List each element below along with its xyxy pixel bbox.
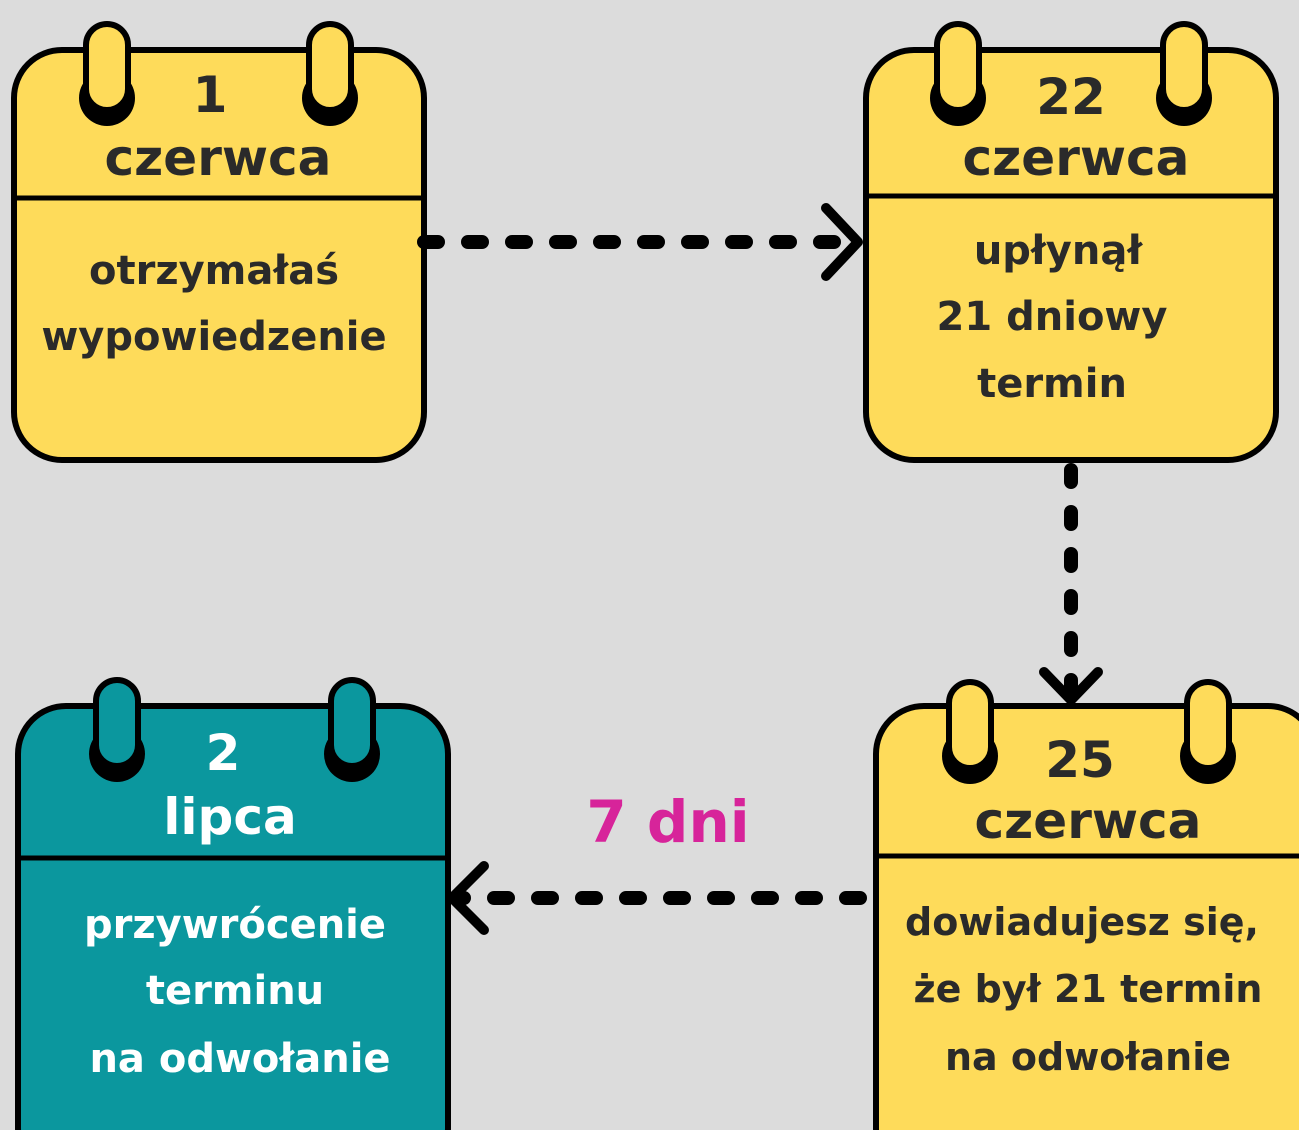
binder-ring-icon: [930, 21, 986, 126]
calendar-card-1-day: 1: [193, 66, 228, 124]
arrow-card1-to-card2: [417, 203, 863, 281]
calendar-card-2-line-3: termin: [977, 361, 1127, 407]
calendar-card-2-month: czerwca: [963, 129, 1190, 187]
calendar-card-3-day: 25: [1045, 731, 1115, 789]
calendar-card-2-body: [863, 47, 1279, 463]
calendar-card-4-month: lipca: [163, 788, 296, 846]
calendar-card-4-day: 2: [206, 724, 241, 782]
binder-ring-icon: [1156, 21, 1212, 126]
calendar-card-1-line-2: wypowiedzenie: [41, 314, 386, 360]
calendar-card-4-body: [15, 703, 451, 1130]
arrowhead-down-icon: [1039, 667, 1103, 705]
arrowhead-right-icon: [821, 203, 863, 281]
calendar-card-1-line-1: otrzymałaś: [89, 248, 339, 294]
calendar-card-1-month: czerwca: [105, 129, 332, 187]
calendar-card-1: 1 czerwca otrzymałaś wypowiedzenie: [11, 21, 427, 463]
calendar-card-3-line-1: dowiadujesz się,: [905, 900, 1259, 944]
calendar-card-2-line-2: 21 dniowy: [937, 294, 1168, 340]
calendar-card-3-line-3: na odwołanie: [945, 1035, 1231, 1079]
arrow-card2-to-card3: [1039, 463, 1103, 705]
arrow-label-7-dni: 7 dni: [586, 788, 749, 856]
calendar-card-3-line-2: że był 21 termin: [914, 967, 1263, 1011]
calendar-card-2-line-1: upłynął: [974, 228, 1143, 274]
arrow-card3-to-card4: [447, 861, 867, 935]
calendar-card-3-body: [873, 703, 1299, 1130]
binder-ring-icon: [1180, 679, 1236, 784]
binder-ring-icon: [942, 679, 998, 784]
binder-ring-icon: [89, 677, 145, 782]
binder-ring-icon: [302, 21, 358, 126]
binder-ring-icon: [79, 21, 135, 126]
calendar-card-3: 25 czerwca dowiadujesz się, że był 21 te…: [873, 679, 1299, 1130]
calendar-card-4: 2 lipca przywrócenie terminu na odwołani…: [15, 677, 451, 1130]
calendar-card-2-day: 22: [1036, 68, 1106, 126]
arrowhead-left-icon: [447, 861, 489, 935]
calendar-card-1-body: [11, 47, 427, 463]
calendar-card-4-line-2: terminu: [146, 968, 324, 1014]
calendar-card-4-line-3: na odwołanie: [89, 1036, 390, 1082]
calendar-card-2: 22 czerwca upłynął 21 dniowy termin: [863, 21, 1279, 463]
binder-ring-icon: [324, 677, 380, 782]
calendar-card-4-line-1: przywrócenie: [84, 902, 386, 948]
calendar-card-3-month: czerwca: [975, 792, 1202, 850]
